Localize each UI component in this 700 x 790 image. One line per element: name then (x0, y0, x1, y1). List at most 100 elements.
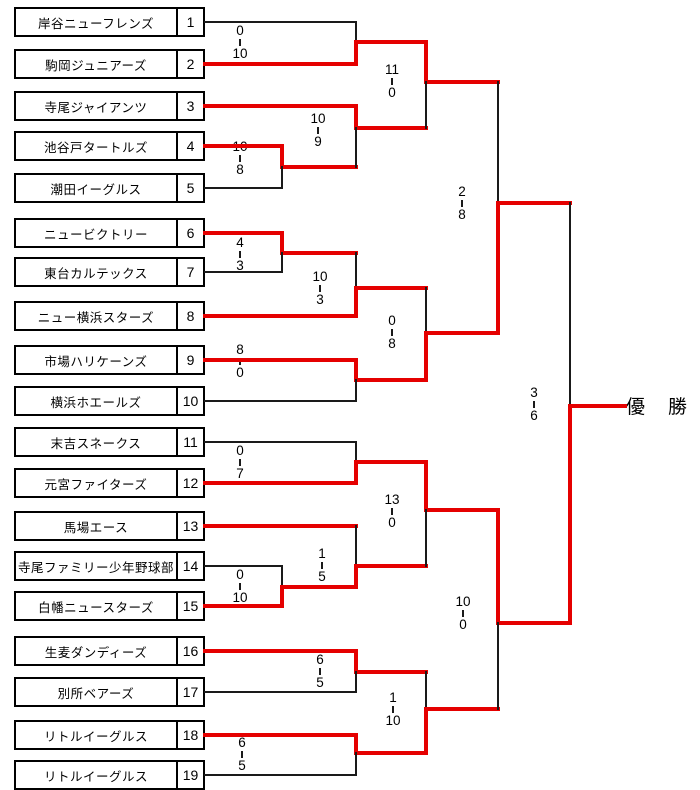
bracket-line-v (354, 649, 358, 674)
bracket-line-h (203, 358, 358, 362)
score-top: 10 (312, 269, 328, 284)
score-divider (462, 609, 464, 617)
bracket-line-h (203, 144, 284, 148)
bracket-line-h (203, 231, 284, 235)
bracket-line-h (203, 62, 358, 66)
score-bottom: 8 (458, 207, 466, 222)
bracket-line-v (354, 40, 358, 66)
score-bottom: 9 (314, 134, 322, 149)
bracket-line-h (424, 331, 500, 335)
score-bottom: 3 (316, 292, 324, 307)
score-divider (241, 750, 243, 758)
bracket-line-v (354, 286, 358, 318)
bracket-line-h (496, 201, 572, 205)
bracket-line-v (355, 525, 357, 567)
score-bottom: 10 (232, 46, 248, 61)
team-seed: 15 (176, 591, 205, 621)
score-bottom: 7 (236, 466, 244, 481)
team-name: 潮田イーグルス (14, 173, 178, 203)
score-bottom: 6 (530, 408, 538, 423)
team-seed: 9 (176, 345, 205, 375)
bracket-line-v (569, 202, 571, 407)
bracket-line-v (355, 752, 357, 776)
bracket-line-h (203, 524, 358, 528)
team-seed: 2 (176, 49, 205, 79)
score-divider (391, 507, 393, 515)
bracket-line-h (354, 40, 428, 44)
bracket-line-v (355, 252, 357, 289)
match-score: 10 3 (303, 269, 337, 307)
bracket-line-h (424, 707, 500, 711)
bracket-line-v (496, 508, 500, 625)
bracket-line-h (204, 441, 357, 443)
bracket-line-v (280, 585, 284, 608)
bracket-line-h (496, 621, 572, 625)
bracket-line-h (424, 80, 500, 84)
bracket-line-h (203, 314, 358, 318)
score-bottom: 3 (236, 258, 244, 273)
bracket-line-h (354, 564, 428, 568)
bracket-line-h (280, 165, 358, 169)
team-name: 寺尾ファミリー少年野球部 (14, 551, 178, 581)
bracket-line-h (424, 508, 500, 512)
bracket-line-v (280, 144, 284, 169)
score-top: 3 (530, 385, 538, 400)
bracket-line-h (354, 460, 428, 464)
score-divider (239, 582, 241, 590)
bracket-line-h (203, 604, 284, 608)
score-top: 4 (236, 235, 244, 250)
bracket-line-h (204, 774, 357, 776)
bracket-line-v (424, 40, 428, 84)
bracket-line-v (354, 564, 358, 589)
team-name: 池谷戸タートルズ (14, 131, 178, 161)
bracket-line-h (568, 404, 627, 408)
team-name: ニュー横浜スターズ (14, 301, 178, 331)
team-seed: 11 (176, 427, 205, 457)
team-seed: 17 (176, 677, 205, 707)
score-bottom: 8 (388, 336, 396, 351)
team-name: 駒岡ジュニアーズ (14, 49, 178, 79)
bracket-line-v (281, 252, 283, 273)
bracket-line-v (355, 21, 357, 43)
score-bottom: 0 (459, 617, 467, 632)
score-top: 0 (236, 443, 244, 458)
bracket-line-v (424, 460, 428, 512)
bracket-line-h (280, 585, 358, 589)
score-top: 6 (316, 652, 324, 667)
score-top: 1 (318, 546, 326, 561)
score-divider (392, 705, 394, 713)
team-seed: 8 (176, 301, 205, 331)
bracket-line-v (354, 460, 358, 485)
score-divider (319, 667, 321, 675)
score-bottom: 5 (318, 569, 326, 584)
bracket-line-v (281, 166, 283, 189)
score-divider (391, 328, 393, 336)
bracket-line-h (354, 378, 428, 382)
bracket-line-h (204, 400, 357, 402)
score-divider (239, 154, 241, 162)
bracket-line-h (354, 751, 428, 755)
team-seed: 10 (176, 386, 205, 416)
score-divider (461, 199, 463, 207)
team-name: 馬場エース (14, 511, 178, 541)
bracket-line-v (568, 404, 572, 625)
team-seed: 1 (176, 7, 205, 37)
bracket-line-h (203, 481, 358, 485)
bracket-line-h (204, 565, 283, 567)
score-bottom: 10 (385, 713, 401, 728)
team-seed: 16 (176, 636, 205, 666)
